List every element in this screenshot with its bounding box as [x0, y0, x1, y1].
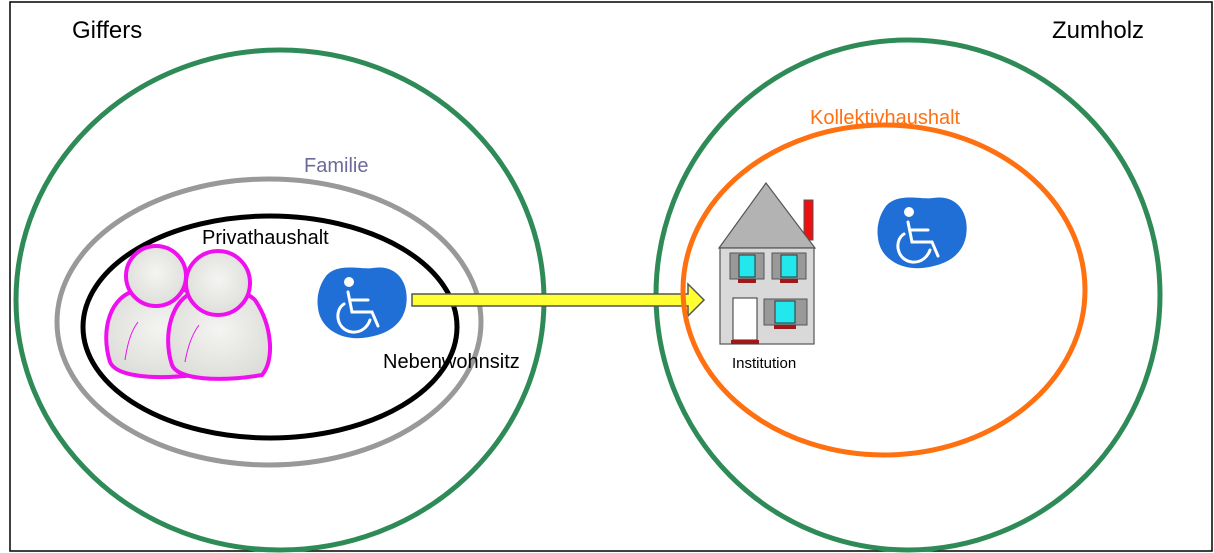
diagram-frame — [9, 1, 1213, 552]
place-label-zumholz: Zumholz — [1052, 17, 1144, 44]
arrow-right-icon — [411, 282, 706, 318]
institution-label: Institution — [732, 355, 796, 372]
place-label-giffers: Giffers — [72, 17, 142, 44]
family-ring — [54, 176, 484, 468]
house-icon — [717, 181, 817, 345]
collective-household-ring — [680, 122, 1088, 458]
wheelchair-icon — [317, 267, 407, 339]
private-household-ring — [80, 213, 460, 441]
private-household-label: Privathaushalt — [202, 227, 329, 249]
persons-icon — [104, 244, 273, 381]
secondary-residence-label: Nebenwohnsitz — [383, 351, 520, 373]
family-label: Familie — [304, 155, 368, 177]
wheelchair-icon — [877, 197, 967, 269]
collective-household-label: Kollektivhaushalt — [810, 107, 961, 129]
